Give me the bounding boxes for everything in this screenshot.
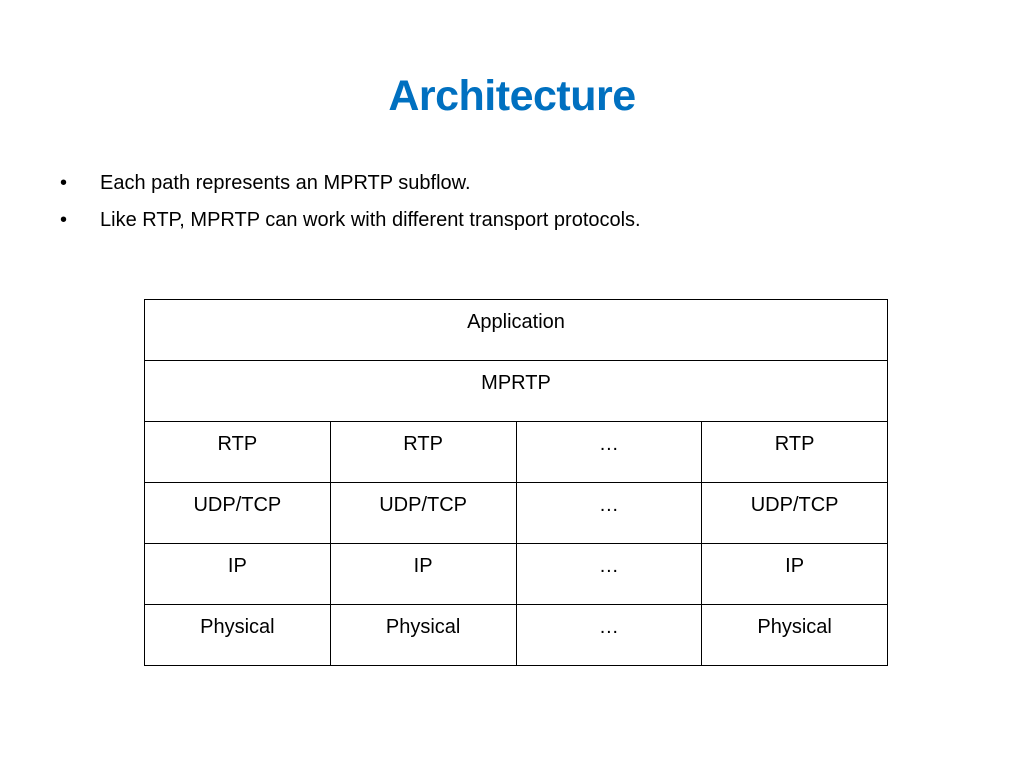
table-cell: Physical	[701, 604, 888, 666]
table-cell: IP	[144, 543, 331, 605]
table-row-mprtp: MPRTP	[144, 360, 888, 422]
table-cell: RTP	[701, 421, 888, 483]
table-cell: …	[515, 604, 703, 666]
table-cell: IP	[701, 543, 888, 605]
table-row-transport: UDP/TCP UDP/TCP … UDP/TCP	[144, 482, 888, 544]
table-cell: RTP	[144, 421, 331, 483]
bullet-text: Like RTP, MPRTP can work with different …	[100, 209, 641, 231]
table-row-rtp: RTP RTP … RTP	[144, 421, 888, 483]
table-cell: UDP/TCP	[144, 482, 331, 544]
mprtp-cell: MPRTP	[144, 360, 888, 422]
table-cell: RTP	[329, 421, 517, 483]
application-cell: Application	[144, 299, 888, 361]
table-cell: …	[515, 543, 703, 605]
bullet-text: Each path represents an MPRTP subflow.	[100, 172, 471, 194]
slide-title: Architecture	[388, 72, 636, 120]
table-row-application: Application	[144, 299, 888, 361]
table-cell: …	[515, 482, 703, 544]
bullet-dot-icon: •	[60, 209, 68, 231]
table-cell: UDP/TCP	[701, 482, 888, 544]
bullet-dot-icon: •	[60, 172, 68, 194]
table-cell: …	[515, 421, 703, 483]
bullet-item: • Each path represents an MPRTP subflow.	[60, 168, 641, 198]
table-row-physical: Physical Physical … Physical	[144, 604, 888, 666]
table-cell: Physical	[329, 604, 517, 666]
bullet-item: • Like RTP, MPRTP can work with differen…	[60, 205, 641, 235]
table-cell: UDP/TCP	[329, 482, 517, 544]
table-cell: IP	[329, 543, 517, 605]
protocol-stack-table: Application MPRTP RTP RTP … RTP UDP/TCP …	[144, 299, 888, 666]
bullet-list: • Each path represents an MPRTP subflow.…	[60, 168, 641, 242]
table-row-ip: IP IP … IP	[144, 543, 888, 605]
table-cell: Physical	[144, 604, 331, 666]
